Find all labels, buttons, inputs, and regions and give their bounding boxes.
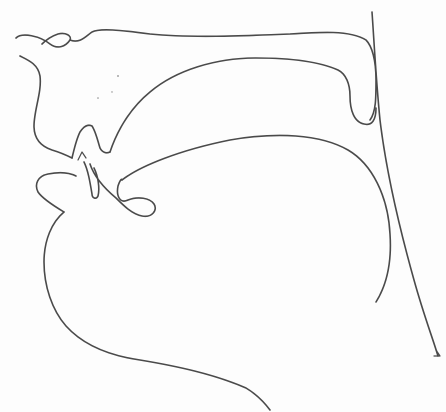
- upper-teeth-outline: [72, 125, 110, 158]
- tongue-outline: [122, 135, 390, 302]
- nasal-floor-outline: [70, 30, 376, 120]
- scan-speck: [97, 97, 99, 99]
- scan-speck: [117, 75, 119, 77]
- tongue-tip-outline: [90, 164, 155, 216]
- nose-tip-outline: [16, 33, 70, 47]
- lower-lip-outline: [36, 173, 76, 212]
- scan-speck: [111, 91, 112, 92]
- upper-lip-outline: [20, 56, 72, 158]
- upper-tooth-edge: [78, 152, 86, 160]
- pharyngeal-wall-outline: [372, 12, 438, 356]
- jaw-chin-outline: [44, 212, 270, 410]
